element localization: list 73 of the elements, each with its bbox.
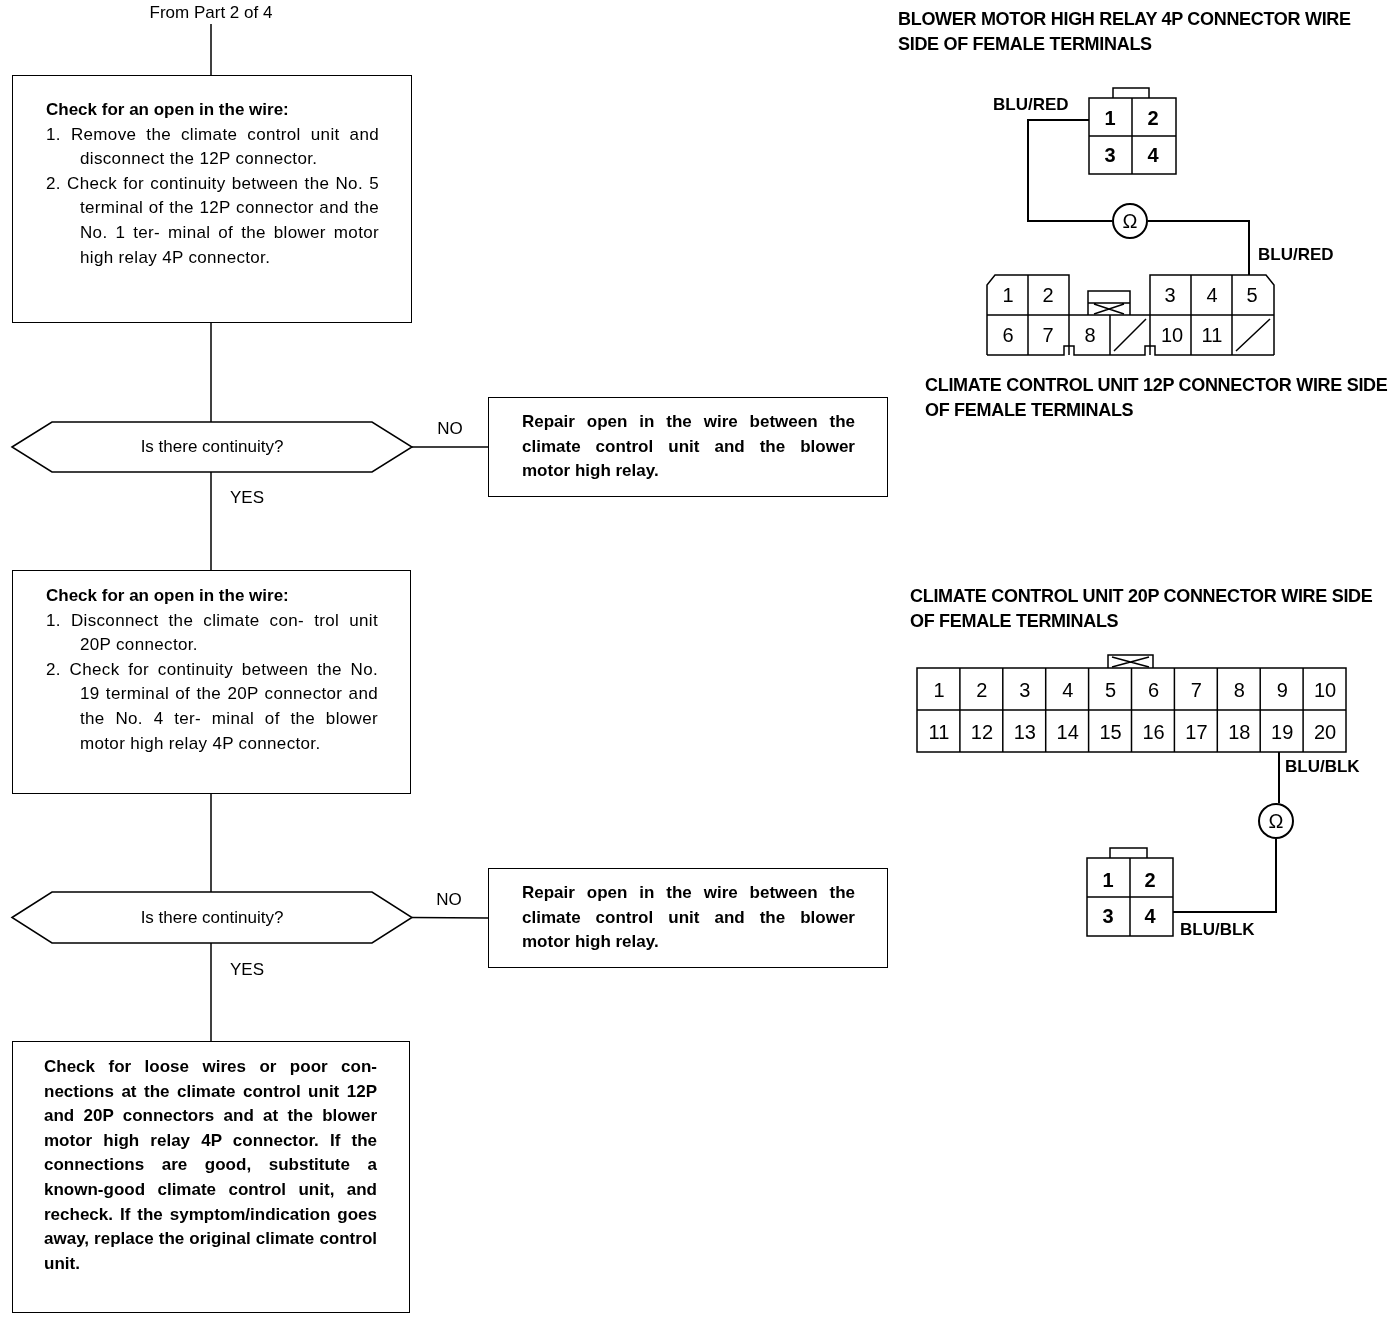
pin-number: 1: [1002, 284, 1014, 306]
pin-number: 3: [1019, 679, 1031, 701]
pin-number: 8: [1233, 679, 1245, 701]
wire-color-label: BLU/RED: [993, 95, 1069, 115]
connector-heading: CLIMATE CONTROL UNIT 12P CONNECTOR WIRE SIDE OF FEMALE TERMINALS: [925, 374, 1389, 422]
wire-color-label: BLU/BLK: [1285, 757, 1360, 777]
box-heading: Check for an open in the wire:: [46, 99, 290, 121]
pin-number: 13: [1013, 721, 1036, 743]
connector-line: [210, 793, 212, 893]
pin-number: 6: [1002, 324, 1014, 346]
pin-number: 10: [1313, 679, 1337, 701]
pin-number: 1: [933, 679, 945, 701]
connector-line: [210, 322, 212, 423]
pin-number: 1: [1104, 107, 1116, 129]
connector-line: [210, 942, 212, 1042]
action-box: [488, 868, 888, 968]
step-text: 2. Check for continuity between the No. 5 terminal of the 12P connector and the No. 1 ter- minal of the blower motor high relay 4P connector.: [46, 172, 379, 269]
pin-number: 11: [1201, 324, 1223, 346]
start-label: From Part 2 of 4: [140, 2, 282, 24]
box-heading: Check for an open in the wire:: [46, 585, 290, 607]
pin-number: 10: [1160, 324, 1184, 346]
connector-line: [210, 23, 212, 76]
pin-number: 2: [1144, 869, 1156, 891]
decision-hexagon: [12, 892, 412, 943]
pin-number: 3: [1104, 144, 1116, 166]
pin-number: 15: [1099, 721, 1122, 743]
instruction-text: Check for loose wires or poor con- nections at the climate control unit 12P and 20P connectors and at the blower motor high relay 4P connector. If the connections are good, substitute a known-good climate control unit, and recheck. If the symptom/indication goes away, replace the original climate control unit.: [44, 1056, 377, 1275]
pin-number: 5: [1105, 679, 1117, 701]
process-box: [12, 570, 411, 794]
connector-line: [210, 471, 212, 571]
question-text: Is there continuity?: [139, 906, 285, 929]
pin-number: 17: [1185, 721, 1208, 743]
pin-number: 3: [1164, 284, 1176, 306]
action-box: [488, 397, 888, 497]
pin-number: 4: [1062, 679, 1074, 701]
pin-number: 4: [1144, 905, 1156, 927]
pin-number: 1: [1102, 869, 1114, 891]
step-text: 1. Remove the climate control unit and disconnect the 12P connector.: [46, 123, 379, 171]
ohmmeter-symbol: Ω: [1258, 803, 1294, 839]
pin-number: 2: [976, 679, 988, 701]
pin-number: 14: [1056, 721, 1079, 743]
wire-color-label: BLU/RED: [1258, 245, 1334, 265]
instruction-text: Repair open in the wire between the climate control unit and the blower motor high relay.: [522, 411, 855, 483]
pin-number: 2: [1147, 107, 1159, 129]
action-box: [12, 1041, 410, 1313]
connector-heading: CLIMATE CONTROL UNIT 20P CONNECTOR WIRE SIDE OF FEMALE TERMINALS: [910, 585, 1374, 633]
pin-number: 11: [928, 721, 950, 743]
step-text: 1. Disconnect the climate con- trol unit 20P connector.: [46, 609, 378, 657]
pin-number: 2: [1042, 284, 1054, 306]
process-box: [12, 75, 412, 323]
pin-number: 16: [1142, 721, 1165, 743]
pin-number: 5: [1246, 284, 1258, 306]
pin-number: 7: [1042, 324, 1054, 346]
question-text: Is there continuity?: [139, 436, 285, 458]
connector-heading: BLOWER MOTOR HIGH RELAY 4P CONNECTOR WIRE SIDE OF FEMALE TERMINALS: [898, 8, 1352, 56]
pin-number: 8: [1084, 324, 1096, 346]
pin-number: 4: [1206, 284, 1218, 306]
connector-line: [411, 446, 489, 448]
pin-number: 18: [1228, 721, 1251, 743]
decision-hexagon: [12, 422, 412, 472]
connector-line: [411, 916, 489, 919]
pin-number: 12: [970, 721, 993, 743]
pin-number: 20: [1313, 721, 1337, 743]
ohmmeter-symbol: Ω: [1112, 203, 1148, 239]
pin-number: 19: [1271, 721, 1294, 743]
step-text: 2. Check for continuity between the No. 19 terminal of the 20P connector and the No. 4 ter- minal of the blower motor high relay 4P connector.: [46, 658, 378, 755]
pin-number: 3: [1102, 905, 1114, 927]
pin-number: 4: [1147, 144, 1159, 166]
pin-number: 6: [1147, 679, 1160, 701]
pin-number: 7: [1190, 679, 1202, 701]
instruction-text: Repair open in the wire between the climate control unit and the blower motor high relay.: [522, 882, 855, 954]
wire-color-label: BLU/BLK: [1180, 920, 1255, 940]
pin-number: 9: [1276, 679, 1288, 701]
